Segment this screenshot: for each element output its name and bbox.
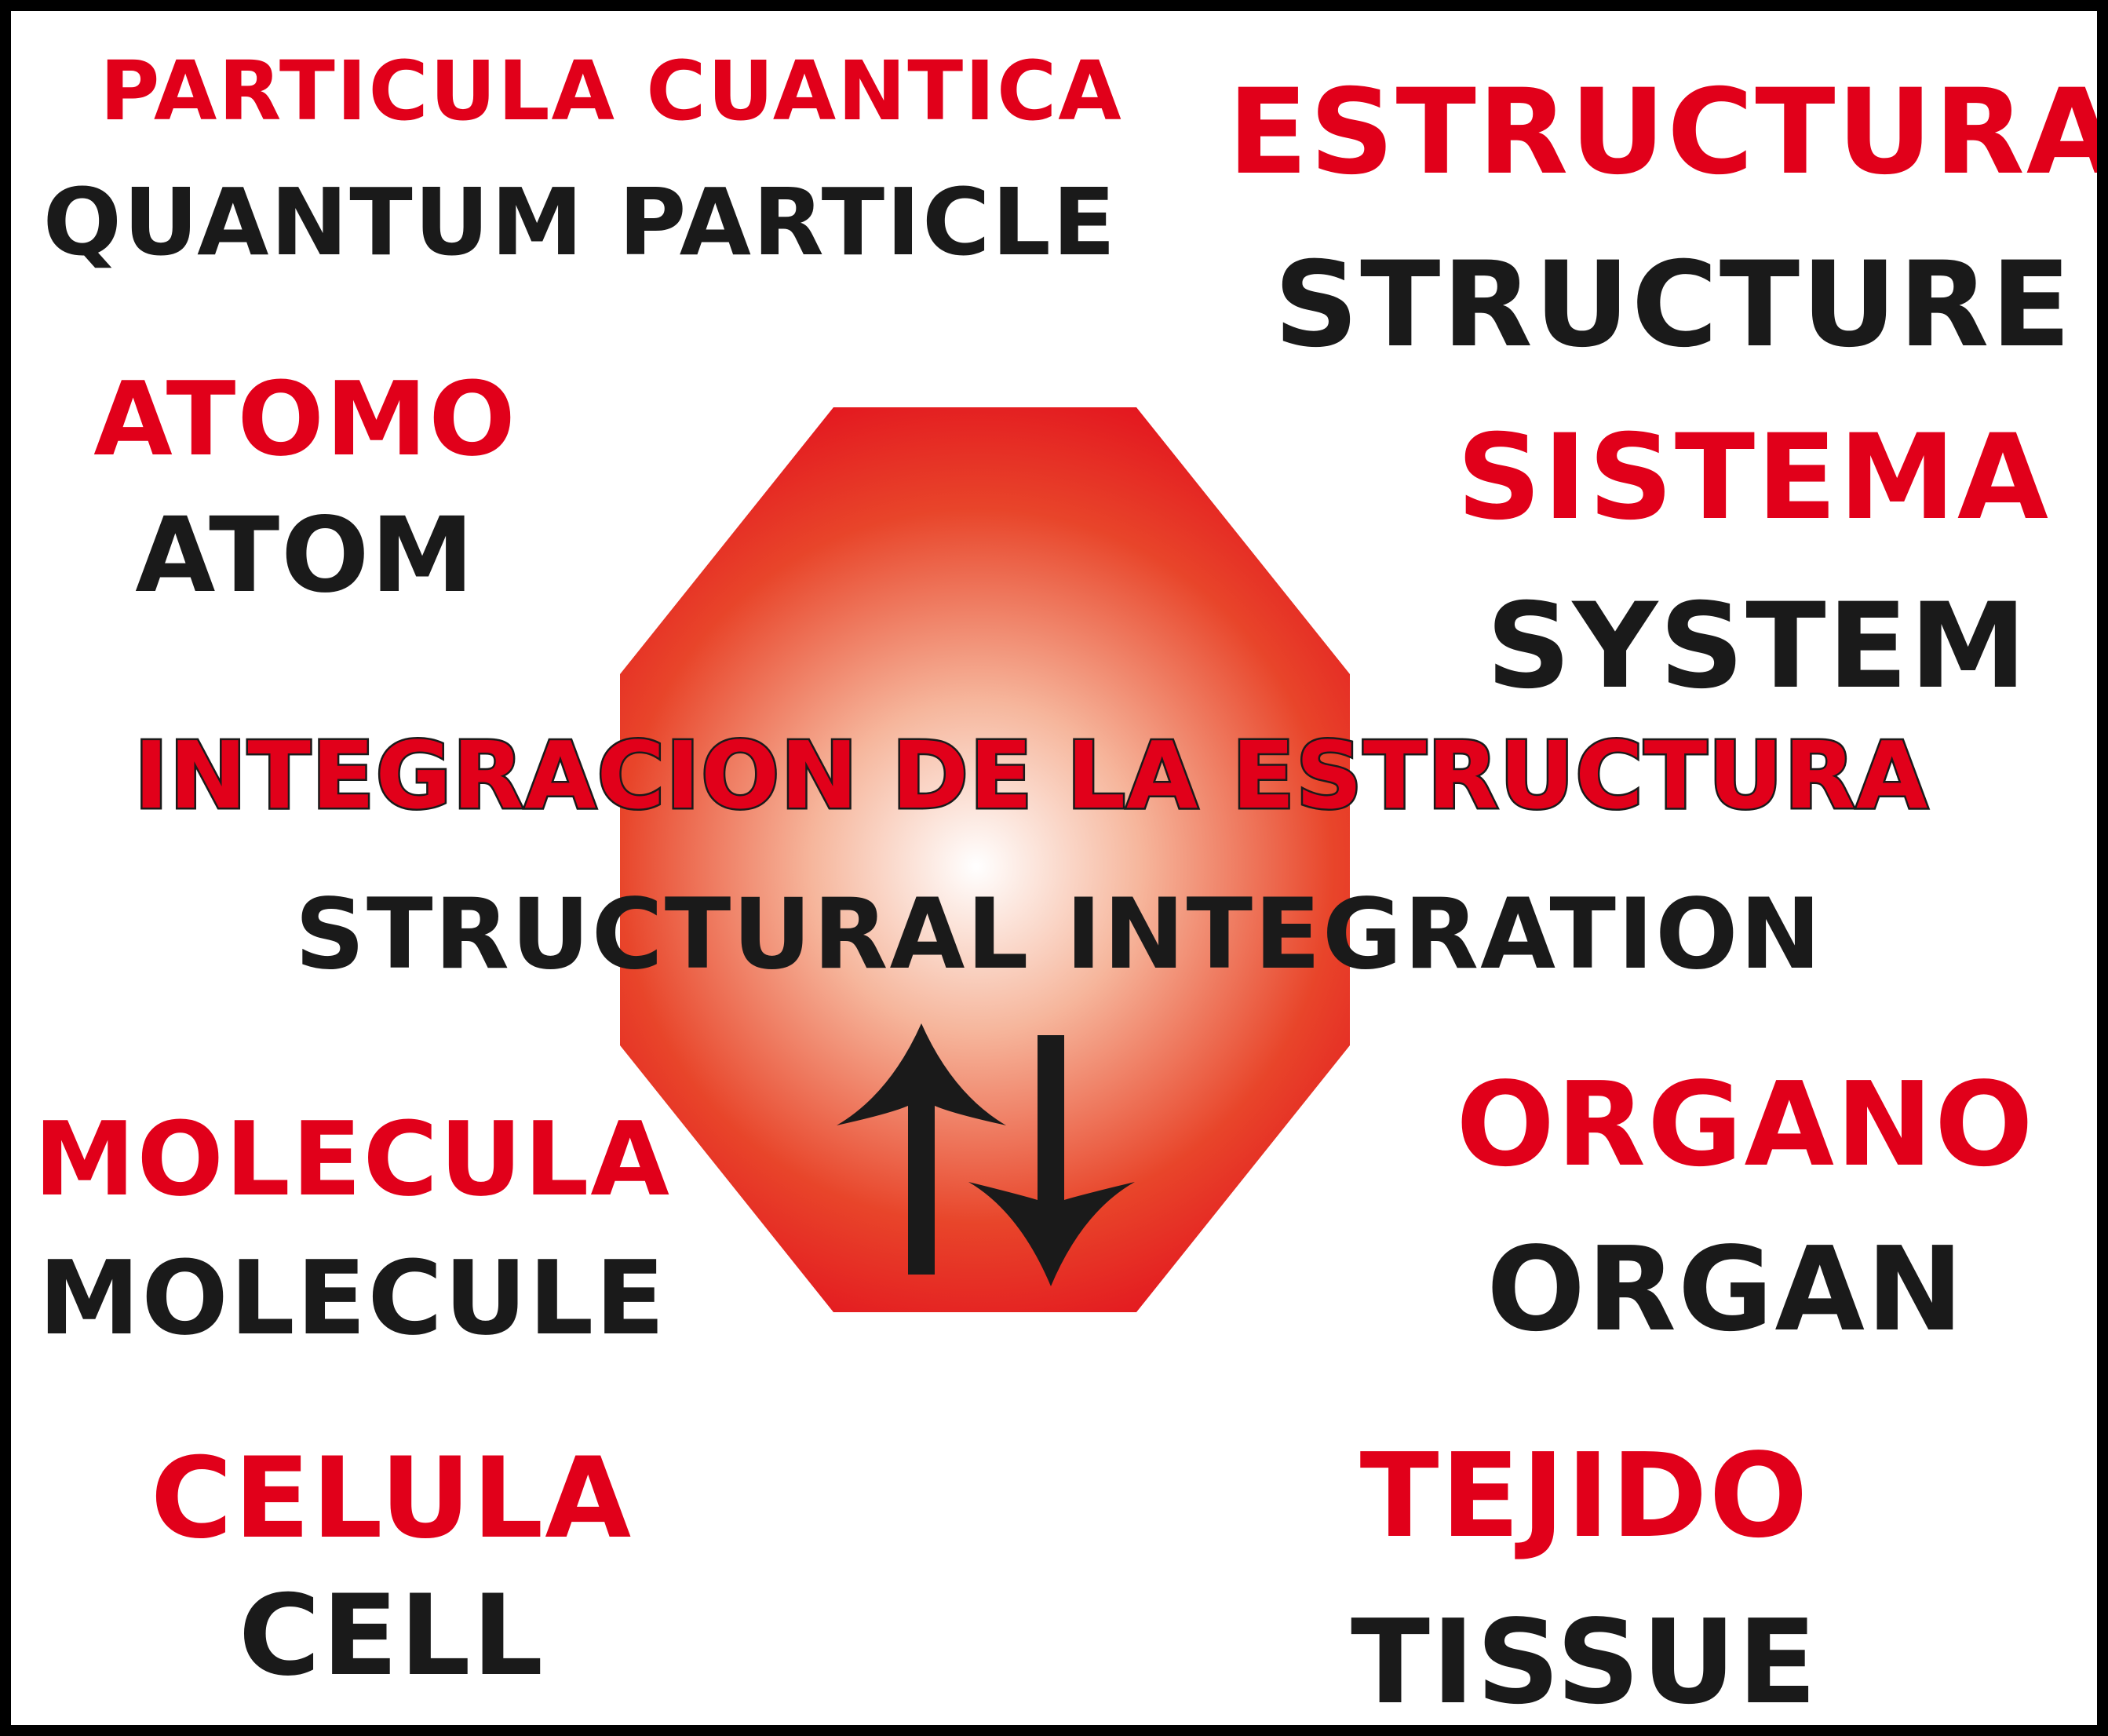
octagon-polygon <box>620 407 1350 1312</box>
label-structure-es: ESTRUCTURA <box>1227 64 2108 201</box>
label-system-es: SISTEMA <box>1456 410 2051 546</box>
label-organ-en: ORGAN <box>1486 1222 1965 1357</box>
label-molecule-en: MOLECULE <box>38 1238 667 1358</box>
label-cell-en: CELL <box>238 1571 545 1701</box>
label-center-en: STRUCTURAL INTEGRATION <box>294 878 1823 991</box>
label-center-es: INTEGRACION DE LA ESTRUCTURA <box>132 721 1930 830</box>
label-cell-es: CELULA <box>150 1434 633 1563</box>
label-tissue-en: TISSUE <box>1351 1595 1818 1730</box>
label-structure-en: STRUCTURE <box>1274 237 2073 374</box>
label-molecule-es: MOLECULA <box>34 1100 671 1219</box>
label-quantum-es: PARTICULA CUANTICA <box>100 43 1123 139</box>
label-system-en: SYSTEM <box>1486 578 2029 715</box>
label-atom-es: ATOMO <box>93 359 517 479</box>
label-organ-es: ORGANO <box>1456 1057 2035 1192</box>
octagon-shape <box>620 407 1350 1312</box>
label-tissue-es: TEJIDO <box>1359 1428 1810 1563</box>
label-quantum-en: QUANTUM PARTICLE <box>42 168 1118 276</box>
label-atom-en: ATOM <box>135 495 476 616</box>
